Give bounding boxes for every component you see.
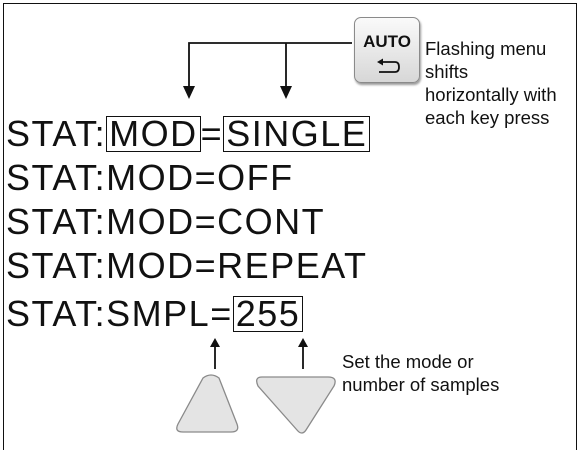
auto-note-line: horizontally with — [425, 84, 557, 105]
equals-sign: = — [200, 113, 224, 154]
auto-note-line: Flashing menu — [425, 38, 547, 59]
auto-note: Flashing menu shifts horizontally with e… — [425, 37, 557, 129]
down-pointer-arrow-icon — [298, 338, 308, 347]
auto-note-line: each key press — [425, 107, 550, 128]
up-pointer-arrow-icon — [210, 338, 220, 347]
display-line-samples: STAT:SMPL=255 — [6, 293, 304, 334]
return-arrow-icon — [377, 58, 400, 73]
display-line-cont: STAT:MOD=CONT — [6, 201, 326, 242]
updown-note-line: number of samples — [342, 374, 500, 395]
display-line-off: STAT:MOD=OFF — [6, 157, 294, 198]
arrow-to-single-icon — [280, 86, 292, 99]
diagram-frame — [3, 3, 577, 450]
arrow-to-mod-icon — [183, 86, 195, 99]
auto-key-label: AUTO — [363, 32, 411, 51]
smpl-prefix: STAT:SMPL= — [6, 293, 233, 334]
display-line-repeat: STAT:MOD=REPEAT — [6, 245, 368, 286]
stat-prefix: STAT: — [6, 113, 107, 154]
menu-shift-connector — [188, 42, 352, 88]
connector-to-mod-line — [188, 42, 352, 88]
auto-key[interactable]: AUTO — [354, 17, 420, 83]
updown-note: Set the mode or number of samples — [342, 350, 499, 396]
display-line-single: STAT:MOD=SINGLE — [6, 113, 371, 154]
single-value-highlight: SINGLE — [223, 116, 371, 152]
auto-note-line: shifts — [425, 61, 469, 82]
mod-field-highlight: MOD — [106, 116, 201, 152]
down-key[interactable] — [256, 376, 336, 434]
samples-value-highlight: 255 — [232, 296, 304, 332]
up-key[interactable] — [176, 374, 239, 433]
updown-note-line: Set the mode or — [342, 351, 474, 372]
